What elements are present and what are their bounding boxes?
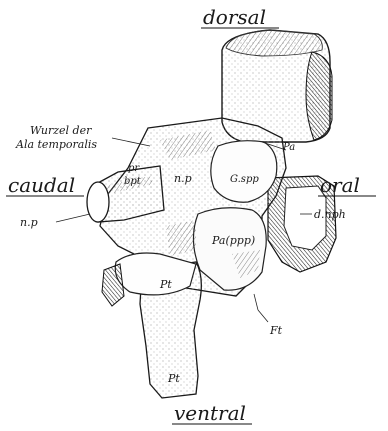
label-d-nph: d.nph (314, 208, 346, 221)
dorsal-cylinder-end (306, 52, 332, 140)
leader-ptp (254, 294, 258, 310)
label-wurzel-line2: Ala temporalis (15, 138, 97, 151)
label-np-left: n.p (20, 216, 38, 229)
label-np-mid: n.p (174, 172, 192, 185)
label-wurzel-line1: Wurzel der (30, 124, 92, 137)
label-caudal: caudal (8, 173, 75, 197)
label-dorsal: dorsal (203, 5, 266, 29)
label-pt-lower: Pt (167, 372, 180, 385)
label-g-spp: G.spp (230, 174, 259, 185)
leader-np-left (56, 214, 90, 222)
label-bpt: bpt (124, 176, 142, 187)
dorsal-cylinder-top (226, 30, 322, 56)
body-shading-2 (166, 220, 196, 256)
label-pa-top: Pa (282, 142, 295, 153)
label-pt-upper: Pt (159, 278, 172, 291)
leader-ft (258, 310, 268, 322)
label-pa-ppp: Pa(ppp) (211, 234, 255, 247)
label-oral: oral (320, 173, 360, 197)
label-ventral: ventral (174, 401, 246, 425)
pterygoid-left-shade (102, 264, 124, 306)
label-pr: pr (128, 163, 140, 174)
label-ft: Ft (269, 324, 283, 337)
